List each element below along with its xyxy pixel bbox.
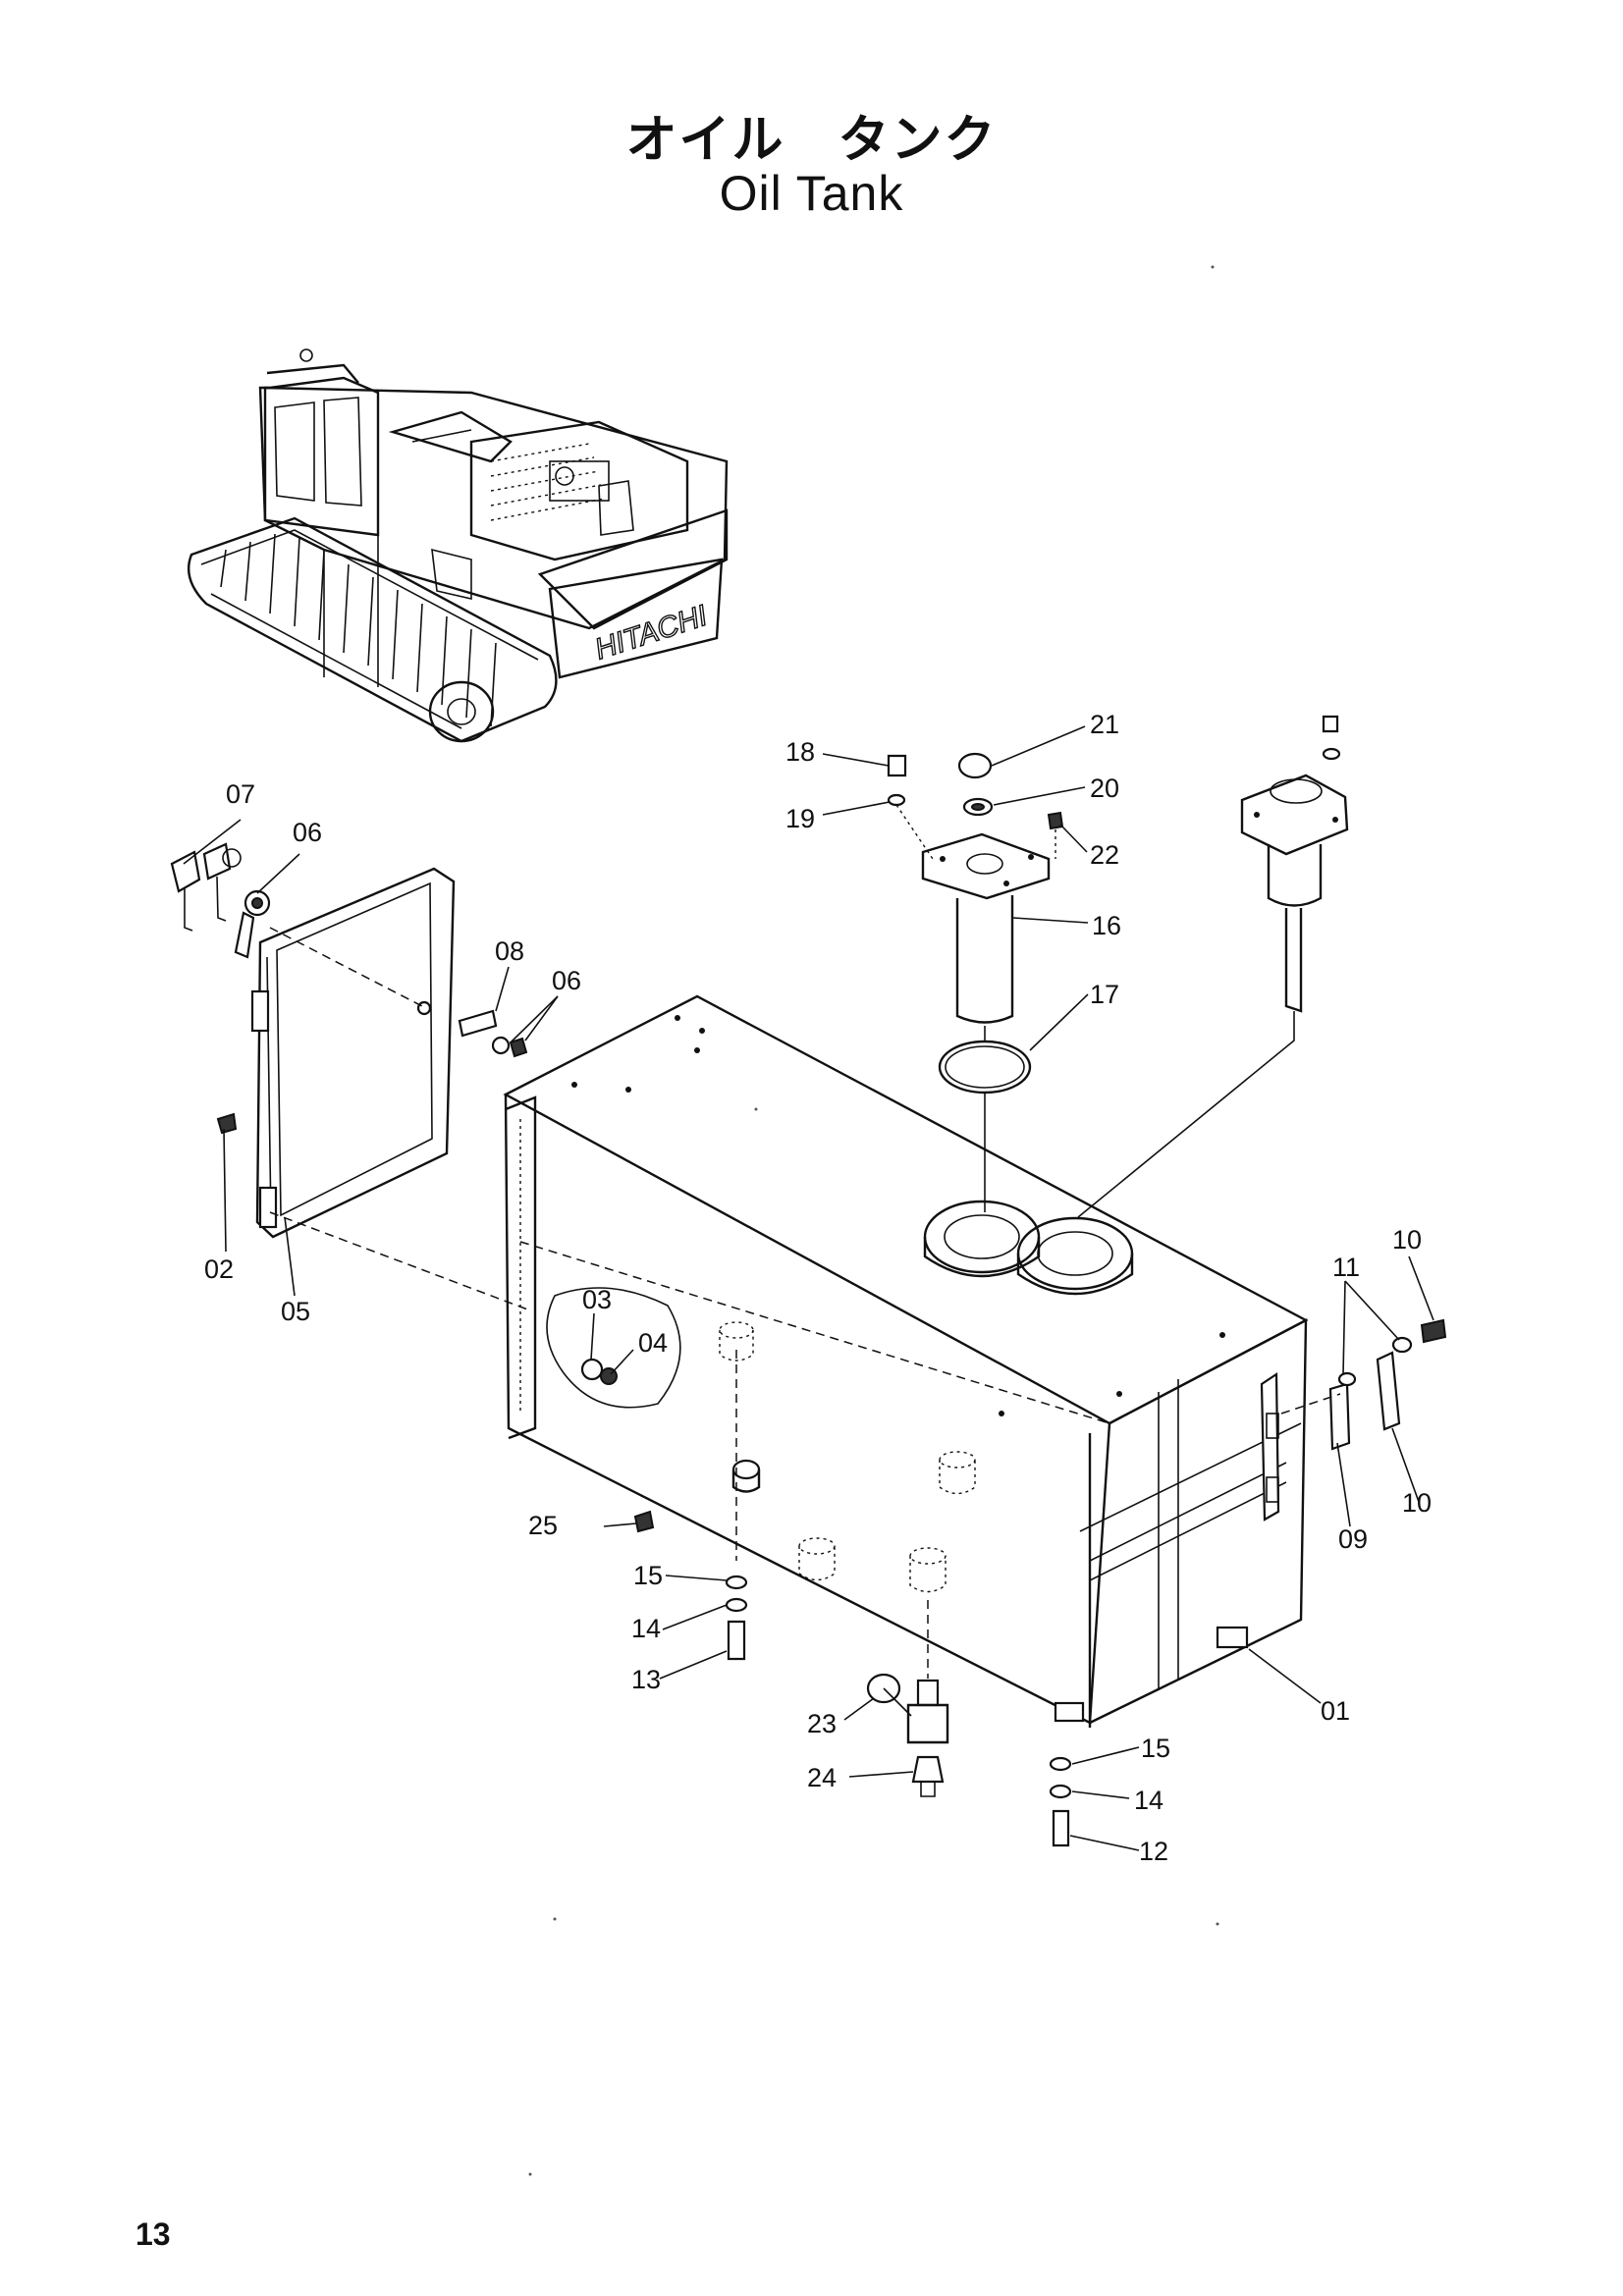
callout-21: 21 <box>1090 710 1119 739</box>
bolt-12-icon <box>1052 1809 1070 1847</box>
callout-05: 05 <box>281 1297 310 1326</box>
callout-16: 16 <box>1092 911 1121 940</box>
fitting-24-icon <box>911 1755 945 1784</box>
callout-11: 11 <box>1332 1253 1360 1282</box>
latch-plate <box>458 1009 498 1038</box>
callout-06-lock: 06 <box>293 818 322 847</box>
excavator-illustration: HITACHI <box>187 348 729 743</box>
callout-23: 23 <box>807 1709 837 1738</box>
callout-24: 24 <box>807 1763 837 1792</box>
lock-key <box>170 842 242 932</box>
washer-15b-icon <box>1049 1756 1072 1772</box>
callout-20: 20 <box>1090 774 1119 803</box>
bolt-02-icon <box>216 1112 238 1135</box>
callout-14-left: 14 <box>631 1614 661 1643</box>
page-title-english: Oil Tank <box>719 166 904 221</box>
leader-lines <box>183 725 1434 1851</box>
callout-10-bottom: 10 <box>1402 1488 1432 1518</box>
oil-tank-body <box>503 994 1309 1728</box>
callout-10-top: 10 <box>1392 1225 1422 1255</box>
washer-icon <box>491 1036 511 1055</box>
washer-14b-icon <box>1049 1784 1072 1799</box>
filter-assembly <box>1240 715 1349 1013</box>
washer-15-icon <box>725 1575 748 1590</box>
suction-pipe <box>921 832 1051 1024</box>
callout-22: 22 <box>1090 840 1119 870</box>
side-bracket-hardware <box>1328 1318 1447 1451</box>
callout-08: 08 <box>495 936 524 966</box>
callout-03: 03 <box>582 1285 612 1314</box>
callout-25: 25 <box>528 1511 558 1540</box>
o-ring-icon <box>938 1040 1032 1095</box>
lock-cylinder <box>234 889 271 959</box>
drain-valve <box>866 1600 949 1744</box>
bolt-18-icon <box>887 754 907 777</box>
bolt-icon <box>509 1037 528 1058</box>
callout-19: 19 <box>785 804 815 833</box>
callout-17: 17 <box>1090 980 1119 1009</box>
callout-06-bolt: 06 <box>552 966 581 995</box>
cap-icon <box>957 752 993 779</box>
callout-04: 04 <box>638 1328 668 1358</box>
page-title-japanese: オイル タンク <box>625 111 998 170</box>
callout-07: 07 <box>226 779 255 809</box>
plug-25-icon <box>633 1510 655 1533</box>
callout-14-right: 14 <box>1134 1786 1163 1815</box>
door-panel <box>250 867 456 1239</box>
bolt-13-icon <box>727 1620 746 1661</box>
callout-13: 13 <box>631 1665 661 1694</box>
callout-09: 09 <box>1338 1524 1368 1554</box>
washer-14-icon <box>725 1597 748 1613</box>
page-number: 13 <box>135 2216 171 2252</box>
brand-logo-text: HITACHI <box>591 600 711 667</box>
callout-02: 02 <box>204 1255 234 1284</box>
callout-12: 12 <box>1139 1837 1168 1866</box>
callout-01: 01 <box>1321 1696 1350 1726</box>
callout-18: 18 <box>785 737 815 767</box>
callout-15-right: 15 <box>1141 1734 1170 1763</box>
callout-15-left: 15 <box>633 1561 663 1590</box>
